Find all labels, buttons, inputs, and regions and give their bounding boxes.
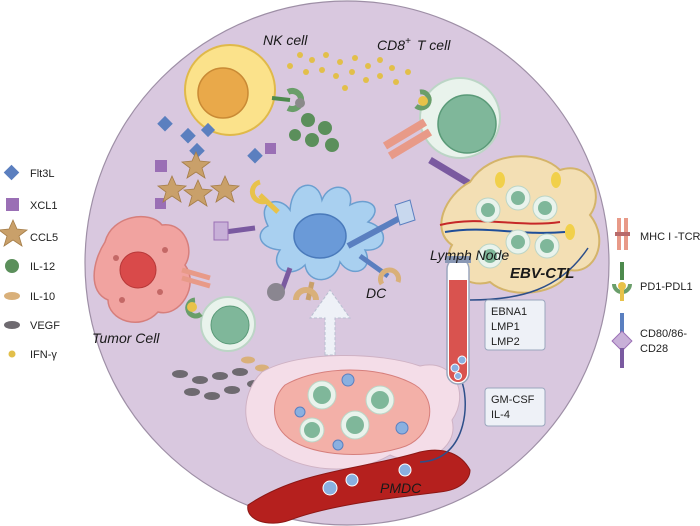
lymph-node — [439, 155, 601, 294]
ifn-gamma-cluster — [287, 52, 411, 91]
diamond-icon — [3, 164, 20, 181]
legend-cd80-line2: CD28 — [640, 343, 668, 355]
legend-cd80-line1: CD80/86- — [640, 328, 687, 340]
oval-icon — [4, 292, 20, 300]
nk-cell — [184, 44, 305, 136]
up-arrow — [309, 289, 351, 356]
legend-flt3l: Flt3L — [30, 168, 54, 180]
legend-mhc-tcr: MHC I -TCR — [640, 231, 700, 243]
flt3l-cluster — [157, 115, 263, 164]
label-lymph-node: Lymph Node — [430, 247, 509, 263]
blood-vessel — [247, 449, 471, 524]
vessel-to-tube-arrow — [419, 377, 466, 463]
legend-ifn-gamma: IFN-γ — [30, 349, 57, 361]
square-icon — [6, 198, 19, 211]
vessel-cells — [322, 463, 412, 496]
legend-il10: IL-10 — [30, 291, 55, 303]
right-legend: MHC I -TCR PD1-PDL1 CD80/86- CD28 — [611, 218, 700, 368]
legend-pd1-pdl1: PD1-PDL1 — [640, 281, 693, 293]
circle-icon — [5, 259, 19, 273]
legend-ccl5: CCL5 — [30, 232, 58, 244]
vegf-cluster — [172, 368, 263, 400]
tissue-region — [245, 354, 461, 470]
il12-cluster — [289, 113, 339, 152]
label-ebv-ctl: EBV-CTL — [510, 265, 574, 282]
xcl1-cluster — [155, 143, 276, 209]
antigen-lmp1: LMP1 — [491, 321, 520, 333]
left-legend: Flt3L XCL1 CCL5 IL-12 IL-10 VEGF IFN-γ — [0, 164, 60, 361]
dot-icon — [8, 350, 16, 358]
tube-to-ebv-arrow — [469, 247, 589, 301]
legend-xcl1: XCL1 — [30, 200, 58, 212]
label-tumor-cell: Tumor Cell — [92, 330, 160, 346]
legend-il12: IL-12 — [30, 261, 55, 273]
cytokine-gmcsf: GM-CSF — [491, 394, 535, 406]
star-icon — [0, 219, 29, 247]
cd8-t-cell — [382, 77, 501, 188]
antigen-lmp2: LMP2 — [491, 336, 520, 348]
tumor-cell — [93, 215, 211, 323]
il10-cluster — [241, 356, 269, 372]
cytokine-box: GM-CSF IL-4 — [484, 387, 546, 427]
dendritic-cell — [213, 179, 416, 301]
antigen-ebna1: EBNA1 — [491, 306, 527, 318]
label-nk-cell: NK cell — [263, 32, 308, 48]
label-pmdc: PMDC — [380, 480, 422, 496]
ccl5-cluster — [156, 151, 241, 207]
antigen-box: EBNA1 LMP1 LMP2 — [484, 299, 546, 351]
ellipse-icon — [4, 321, 20, 329]
legend-vegf: VEGF — [30, 320, 60, 332]
tumor-t-cell — [185, 296, 256, 352]
label-cd8: CD8+T cell — [377, 36, 451, 53]
cd80-cd28-icon — [611, 313, 633, 368]
label-dc: DC — [366, 285, 387, 301]
mhc-tcr-icon — [615, 218, 630, 250]
cytokine-il4: IL-4 — [491, 409, 510, 421]
test-tube — [445, 256, 471, 385]
pd1-pdl1-icon — [612, 262, 632, 301]
